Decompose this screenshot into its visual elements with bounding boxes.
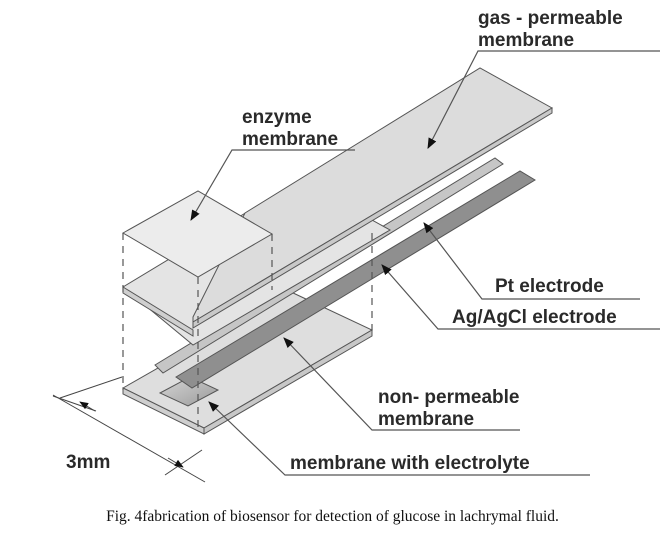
label-pt-electrode: Pt electrode bbox=[495, 276, 604, 297]
agagcl-electrode-shape bbox=[175, 170, 536, 389]
dimension-3mm bbox=[52, 376, 206, 483]
biosensor-diagram: 3mm gas - permeable membrane enzyme memb… bbox=[52, 8, 660, 483]
electrolyte-membrane-shape bbox=[158, 376, 220, 407]
svg-text:membrane: membrane bbox=[478, 30, 574, 51]
svg-text:membrane: membrane bbox=[242, 129, 338, 150]
svg-text:membrane: membrane bbox=[378, 409, 474, 430]
svg-text:gas - permeable: gas - permeable bbox=[478, 8, 623, 29]
label-agagcl-electrode: Ag/AgCl electrode bbox=[452, 307, 617, 328]
label-enzyme-membrane: enzyme membrane bbox=[242, 107, 338, 150]
leader-lines bbox=[190, 50, 660, 476]
label-electrolyte-membrane: membrane with electrolyte bbox=[290, 453, 530, 474]
alignment-guides bbox=[122, 233, 373, 432]
svg-text:non- permeable: non- permeable bbox=[378, 387, 519, 408]
figure-caption: Fig. 4fabrication of biosensor for detec… bbox=[106, 508, 559, 525]
dimension-label: 3mm bbox=[66, 452, 110, 473]
svg-text:enzyme: enzyme bbox=[242, 107, 312, 128]
non-permeable-membrane-side bbox=[203, 329, 373, 435]
label-gas-permeable-membrane: gas - permeable membrane bbox=[478, 8, 623, 51]
gas-permeable-membrane-side bbox=[192, 107, 553, 329]
label-non-permeable-membrane: non- permeable membrane bbox=[378, 387, 519, 430]
gas-permeable-membrane-layer bbox=[192, 67, 554, 329]
